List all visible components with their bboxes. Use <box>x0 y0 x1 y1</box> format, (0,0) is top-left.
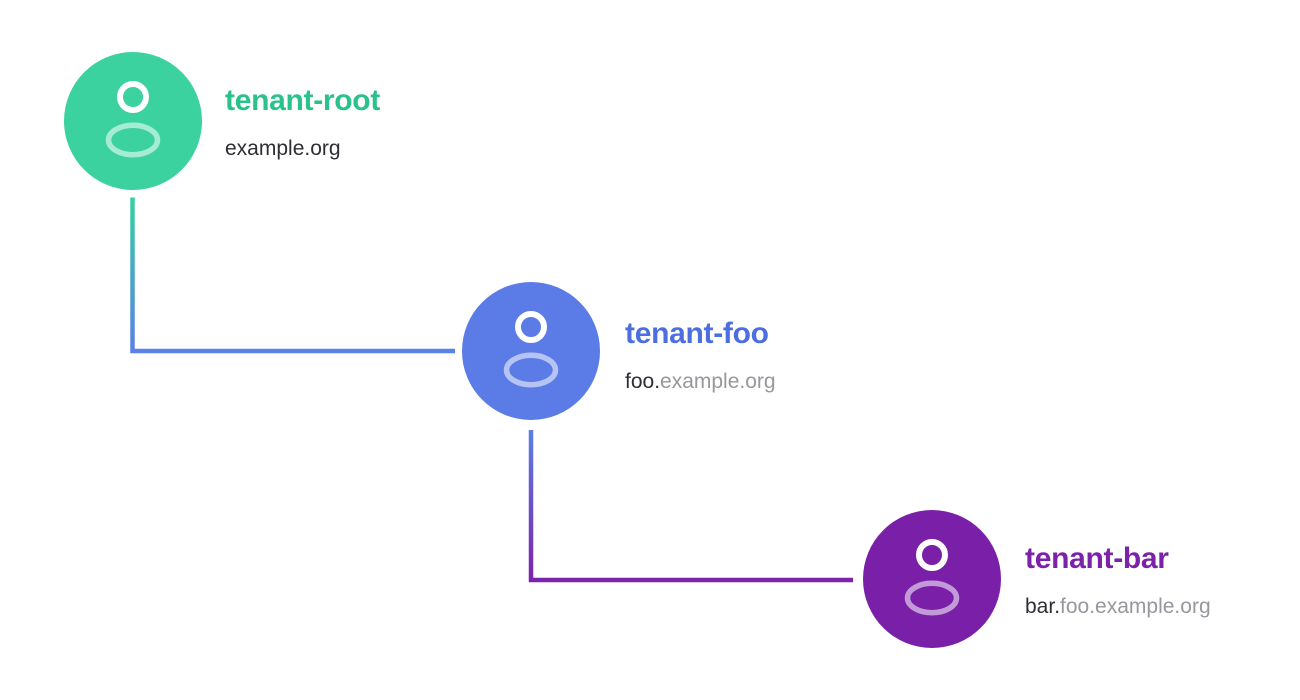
tenant-foo-labels: tenant-foo foo.example.org <box>625 318 776 394</box>
user-icon-body <box>503 352 559 388</box>
domain-own-segment: foo. <box>625 370 661 393</box>
user-icon-head <box>916 539 948 571</box>
tenant-bar-avatar-circle <box>863 510 1001 648</box>
tenant-bar-labels: tenant-bar bar.foo.example.org <box>1025 543 1211 619</box>
user-icon <box>904 539 960 616</box>
domain-inherited-segment: foo.example.org <box>1060 595 1211 618</box>
user-icon-body <box>904 580 960 616</box>
tenant-foo-domain: foo.example.org <box>625 370 776 394</box>
user-icon-head <box>515 311 547 343</box>
node-tenant-bar <box>863 510 1001 648</box>
node-tenant-foo <box>462 282 600 420</box>
tenant-root-labels: tenant-root example.org <box>225 85 380 161</box>
tenant-root-avatar-circle <box>64 52 202 190</box>
connector-root-to-foo <box>130 197 455 354</box>
tenant-foo-name: tenant-foo <box>625 317 769 350</box>
tenant-root-domain: example.org <box>225 137 380 161</box>
node-tenant-root <box>64 52 202 190</box>
user-icon-body <box>105 122 161 158</box>
domain-own-segment: bar. <box>1025 595 1061 618</box>
tenant-bar-domain: bar.foo.example.org <box>1025 595 1211 619</box>
user-icon <box>503 311 559 388</box>
user-icon-head <box>117 81 149 113</box>
tenant-foo-avatar-circle <box>462 282 600 420</box>
domain-own-segment: example.org <box>225 137 341 160</box>
domain-inherited-segment: example.org <box>660 370 776 393</box>
tenant-bar-name: tenant-bar <box>1025 542 1169 575</box>
tenant-root-name: tenant-root <box>225 84 381 117</box>
connector-foo-to-bar <box>528 430 853 583</box>
user-icon <box>105 81 161 158</box>
